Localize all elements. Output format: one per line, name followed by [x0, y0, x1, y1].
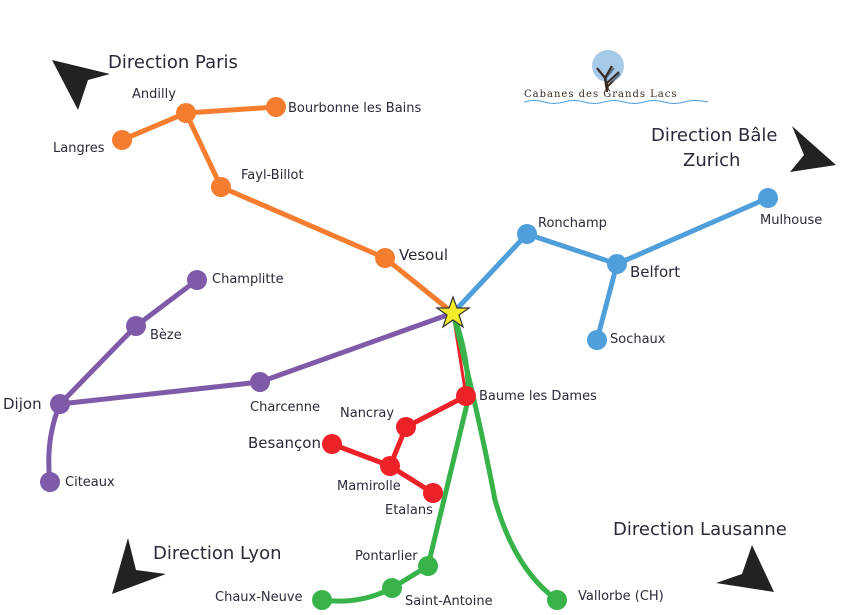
- stop-label-beze: Bèze: [150, 328, 182, 343]
- stop-label-belfort: Belfort: [630, 263, 680, 281]
- stop-red-0: [456, 386, 476, 406]
- stop-orange-0: [176, 103, 196, 123]
- stop-label-etalans: Etalans: [385, 503, 433, 518]
- stop-label-chaux-neuve: Chaux-Neuve: [215, 590, 303, 605]
- stop-label-besancon: Besançon: [248, 434, 321, 452]
- stop-label-citeaux: Citeaux: [65, 475, 115, 490]
- stop-label-champlitte: Champlitte: [212, 272, 284, 287]
- stop-red-1: [396, 417, 416, 437]
- stop-label-dijon: Dijon: [3, 395, 42, 413]
- stop-label-pontarlier: Pontarlier: [355, 549, 418, 564]
- stop-green-3: [547, 590, 567, 610]
- stop-green-2: [312, 590, 332, 610]
- stop-purple-2: [50, 394, 70, 414]
- stop-orange-2: [266, 97, 286, 117]
- stop-blue-3: [587, 330, 607, 350]
- stop-purple-0: [187, 270, 207, 290]
- stop-green-0: [418, 556, 438, 576]
- stop-label-ronchamp: Ronchamp: [538, 216, 607, 231]
- direction-bale: Direction Bâle: [651, 125, 778, 146]
- stop-label-mamirolle: Mamirolle: [337, 479, 401, 494]
- arrow-lyon-icon: [112, 538, 166, 594]
- stop-label-mulhouse: Mulhouse: [760, 213, 822, 228]
- stop-blue-0: [517, 224, 537, 244]
- route-stops: [40, 97, 778, 610]
- stop-label-charcenne: Charcenne: [250, 400, 320, 415]
- stop-label-bourbonne: Bourbonne les Bains: [288, 101, 422, 116]
- direction-lyon: Direction Lyon: [153, 543, 282, 564]
- stop-red-2: [322, 434, 342, 454]
- stop-orange-1: [112, 130, 132, 150]
- stop-label-nancray: Nancray: [340, 406, 394, 421]
- stop-label-saint-antoine: Saint-Antoine: [405, 594, 493, 609]
- stop-red-4: [423, 483, 443, 503]
- direction-paris: Direction Paris: [108, 52, 238, 73]
- stop-label-vesoul: Vesoul: [399, 246, 448, 264]
- route-line-green-vallorbe: [450, 310, 560, 603]
- stop-purple-3: [40, 472, 60, 492]
- direction-zurich: Zurich: [683, 150, 740, 171]
- logo-text: Cabanes des Grands Lacs: [524, 89, 678, 100]
- logo: Cabanes des Grands Lacs: [523, 50, 709, 104]
- stop-purple-4: [250, 372, 270, 392]
- stop-blue-2: [758, 188, 778, 208]
- stop-blue-1: [607, 254, 627, 274]
- star-origin-icon: [435, 295, 471, 329]
- stop-label-langres: Langres: [53, 141, 105, 156]
- direction-lausanne: Direction Lausanne: [613, 519, 787, 540]
- stop-purple-1: [126, 316, 146, 336]
- stop-label-andilly: Andilly: [132, 87, 176, 102]
- arrow-lausanne-icon: [716, 545, 774, 592]
- arrow-paris-icon: [52, 60, 110, 110]
- stop-orange-4: [375, 248, 395, 268]
- stop-green-1: [382, 578, 402, 598]
- stop-red-3: [380, 456, 400, 476]
- stop-label-baume-les-dames: Baume les Dames: [479, 389, 597, 404]
- stop-label-fayl-billot: Fayl-Billot: [241, 168, 304, 183]
- route-line-blue: [450, 195, 771, 343]
- stop-label-sochaux: Sochaux: [610, 332, 666, 347]
- stop-orange-3: [211, 177, 231, 197]
- route-line-orange: [119, 104, 456, 316]
- arrow-bale-icon: [790, 126, 836, 172]
- stop-label-vallorbe: Vallorbe (CH): [578, 589, 664, 604]
